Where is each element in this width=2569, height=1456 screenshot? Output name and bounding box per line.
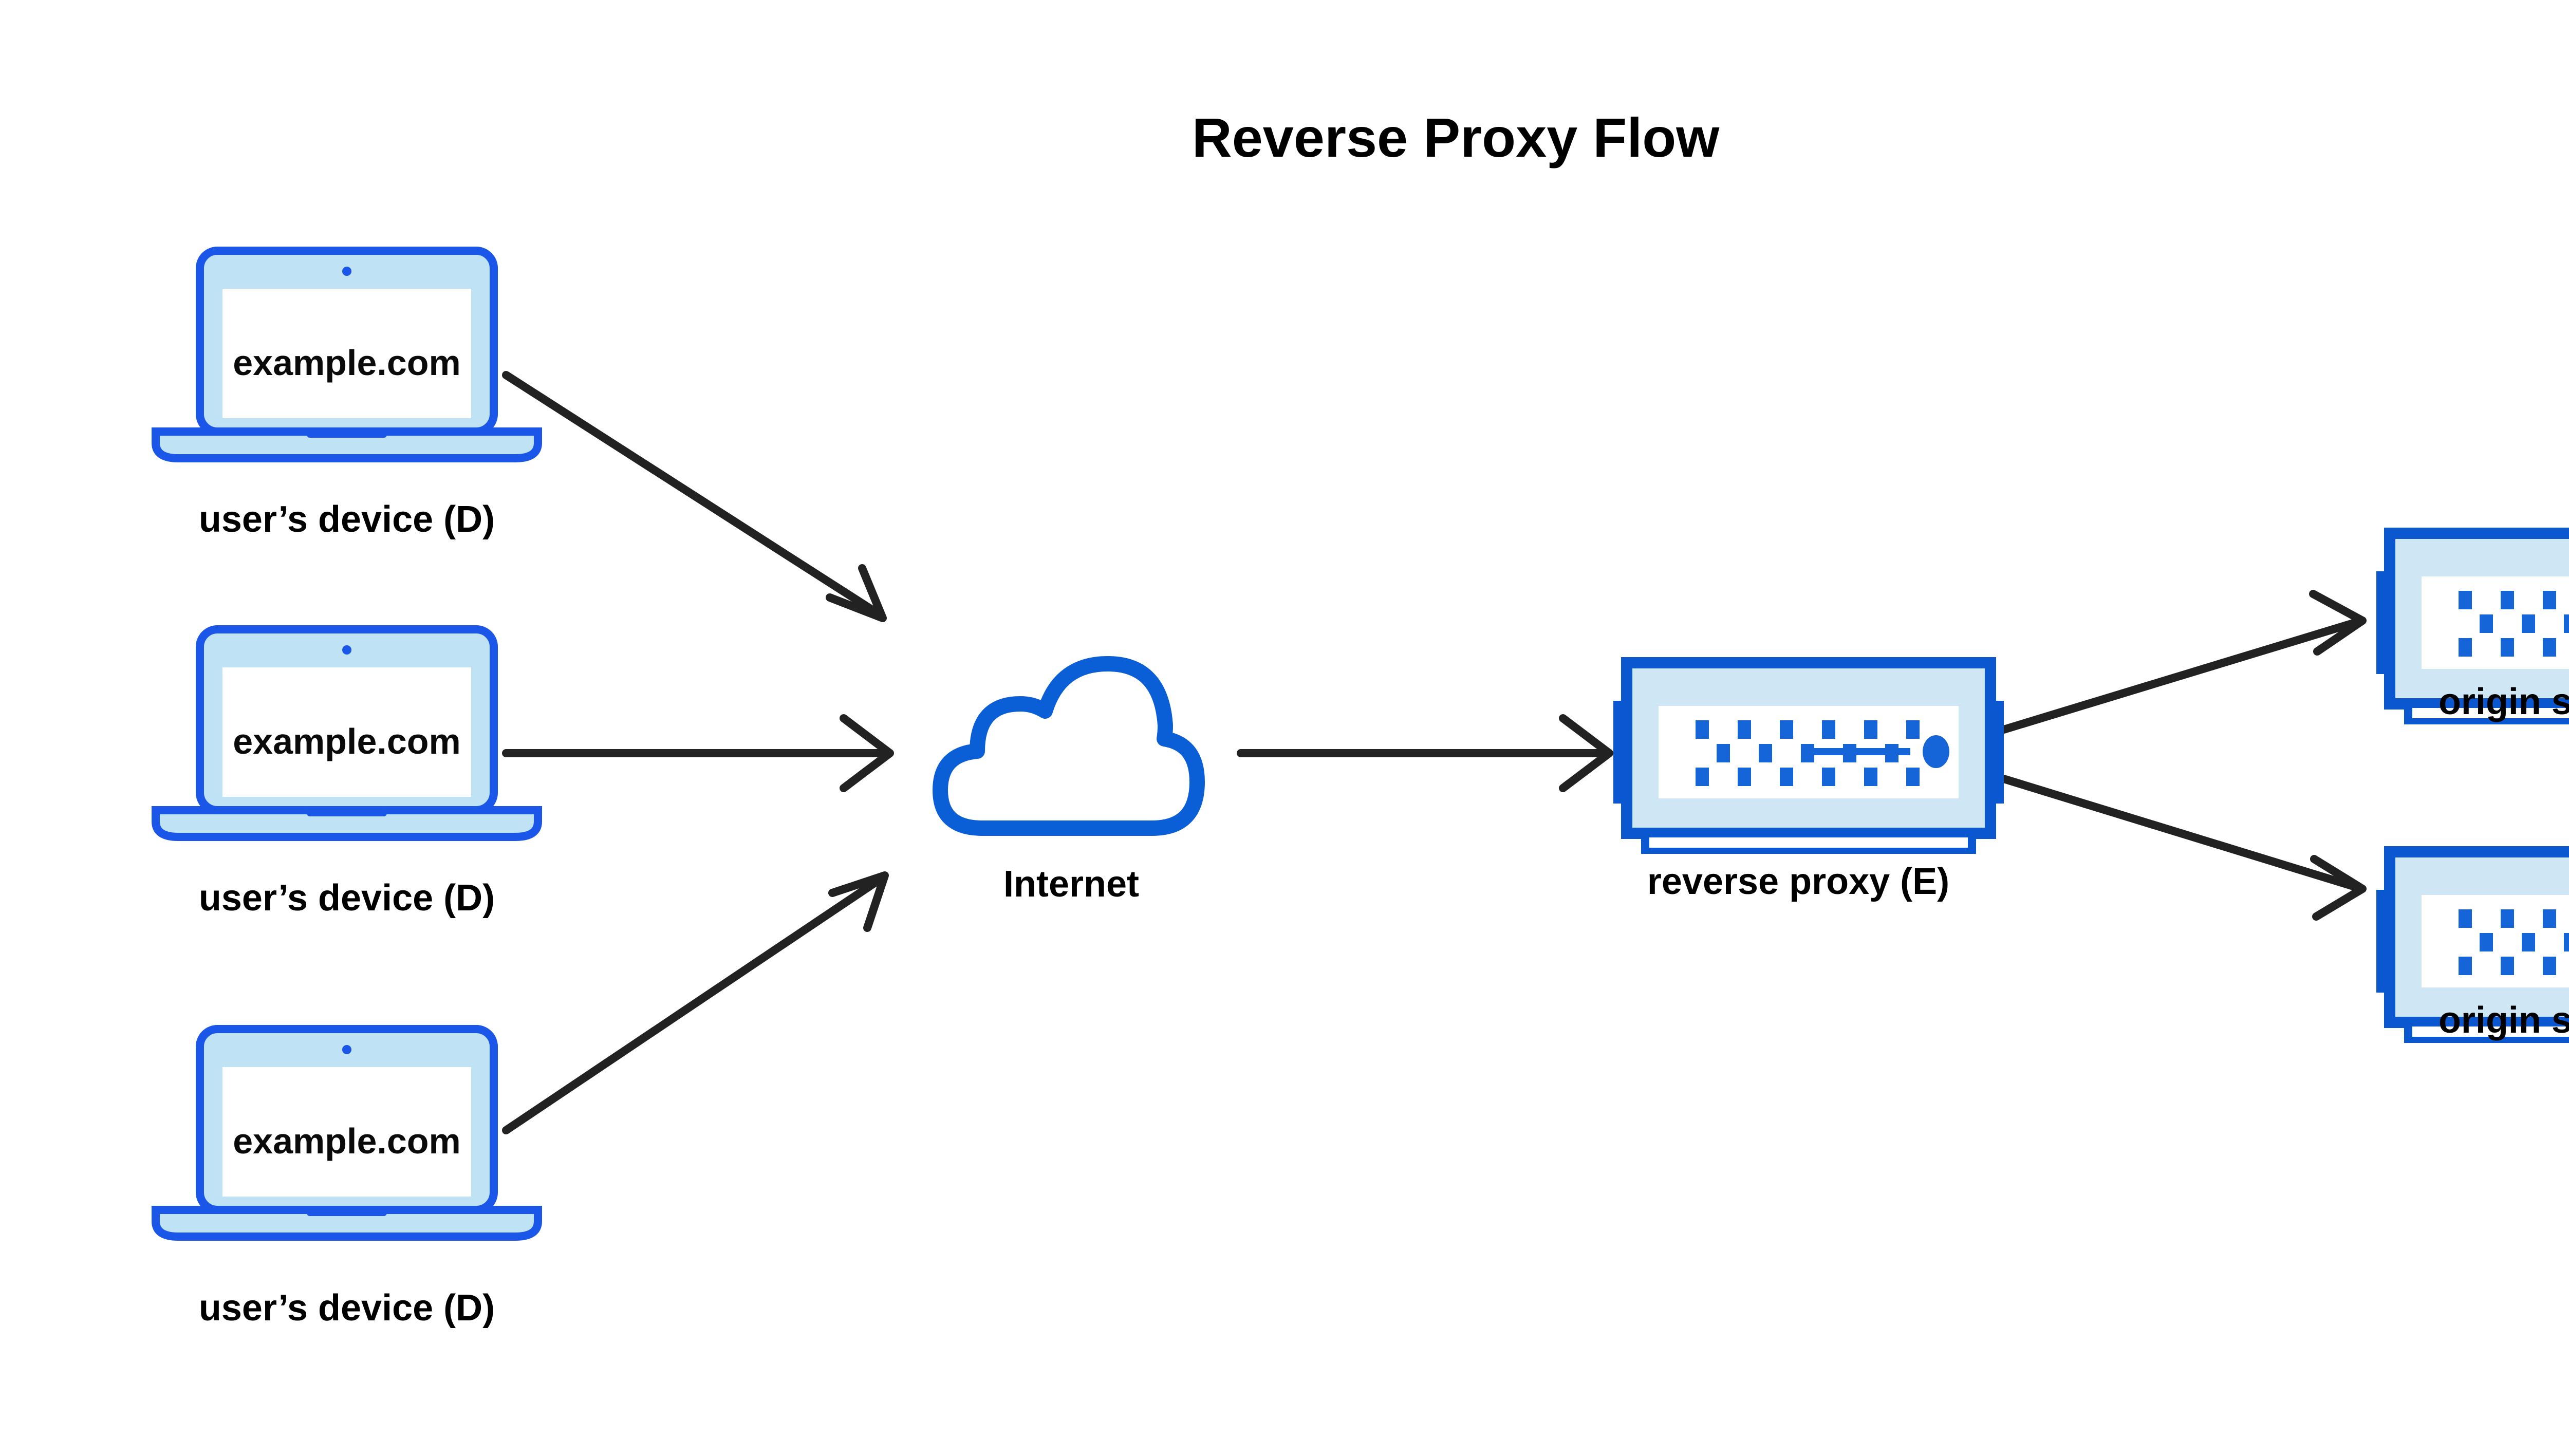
node-internet-cloud[interactable]: Internet [940, 664, 1197, 905]
node-user-device-middle[interactable]: example.com user’s device (D) [156, 629, 538, 919]
arrow-reverse-proxy-to-origin-top [2000, 590, 2367, 734]
device-screen-text: example.com [233, 343, 461, 383]
node-reverse-proxy[interactable]: reverse proxy (E) [1613, 663, 2004, 902]
device-screen-text: example.com [233, 721, 461, 761]
arrow-device-top-to-internet [502, 371, 887, 622]
page-title: Reverse Proxy Flow [1192, 106, 1720, 169]
cloud-icon [940, 664, 1197, 828]
server-icon [1613, 663, 2004, 852]
arrow-internet-to-reverse-proxy [1237, 714, 1613, 792]
node-label-user-device: user’s device (D) [199, 499, 495, 540]
node-origin-server-bottom[interactable]: origin server (F) [2376, 852, 2569, 1041]
node-label-internet: Internet [1003, 864, 1139, 905]
arrow-device-bottom-to-internet [502, 871, 889, 1134]
node-label-origin-server: origin server (F) [2438, 681, 2569, 722]
node-label-origin-server: origin server (F) [2438, 1000, 2569, 1041]
node-label-user-device: user’s device (D) [199, 878, 495, 919]
node-user-device-bottom[interactable]: example.com user’s device (D) [156, 1029, 538, 1329]
arrow-reverse-proxy-to-origin-bottom [2000, 775, 2367, 921]
arrow-device-middle-to-internet [502, 714, 894, 792]
device-screen-text: example.com [233, 1121, 461, 1161]
node-origin-server-top[interactable]: origin server (F) [2376, 533, 2569, 722]
node-label-user-device: user’s device (D) [199, 1287, 495, 1329]
node-user-device-top[interactable]: example.com user’s device (D) [156, 251, 538, 540]
node-label-reverse-proxy: reverse proxy (E) [1647, 861, 1949, 902]
